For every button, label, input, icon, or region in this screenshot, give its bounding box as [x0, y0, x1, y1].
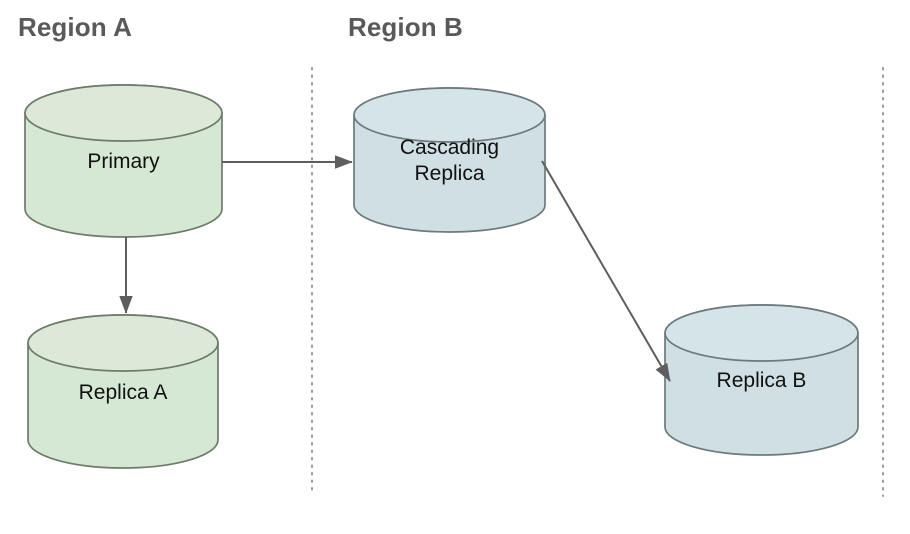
node-primary[interactable] — [24, 84, 223, 238]
cascading-replica-cylinder-top — [353, 87, 546, 143]
region-a-label: Region A — [18, 12, 132, 42]
replica-a-cylinder-top — [27, 314, 219, 372]
replica-b-cylinder-top — [664, 304, 859, 362]
primary-cylinder-top — [24, 84, 223, 142]
region-dividers — [311, 67, 884, 497]
node-replica-a[interactable] — [27, 314, 219, 469]
region-b-label: Region B — [348, 12, 463, 42]
edge-cascading-replica-to-replica-b — [541, 160, 671, 382]
diagram-edges — [119, 155, 671, 382]
node-replica-b[interactable] — [664, 304, 859, 456]
node-cascading-replica[interactable] — [353, 87, 546, 233]
